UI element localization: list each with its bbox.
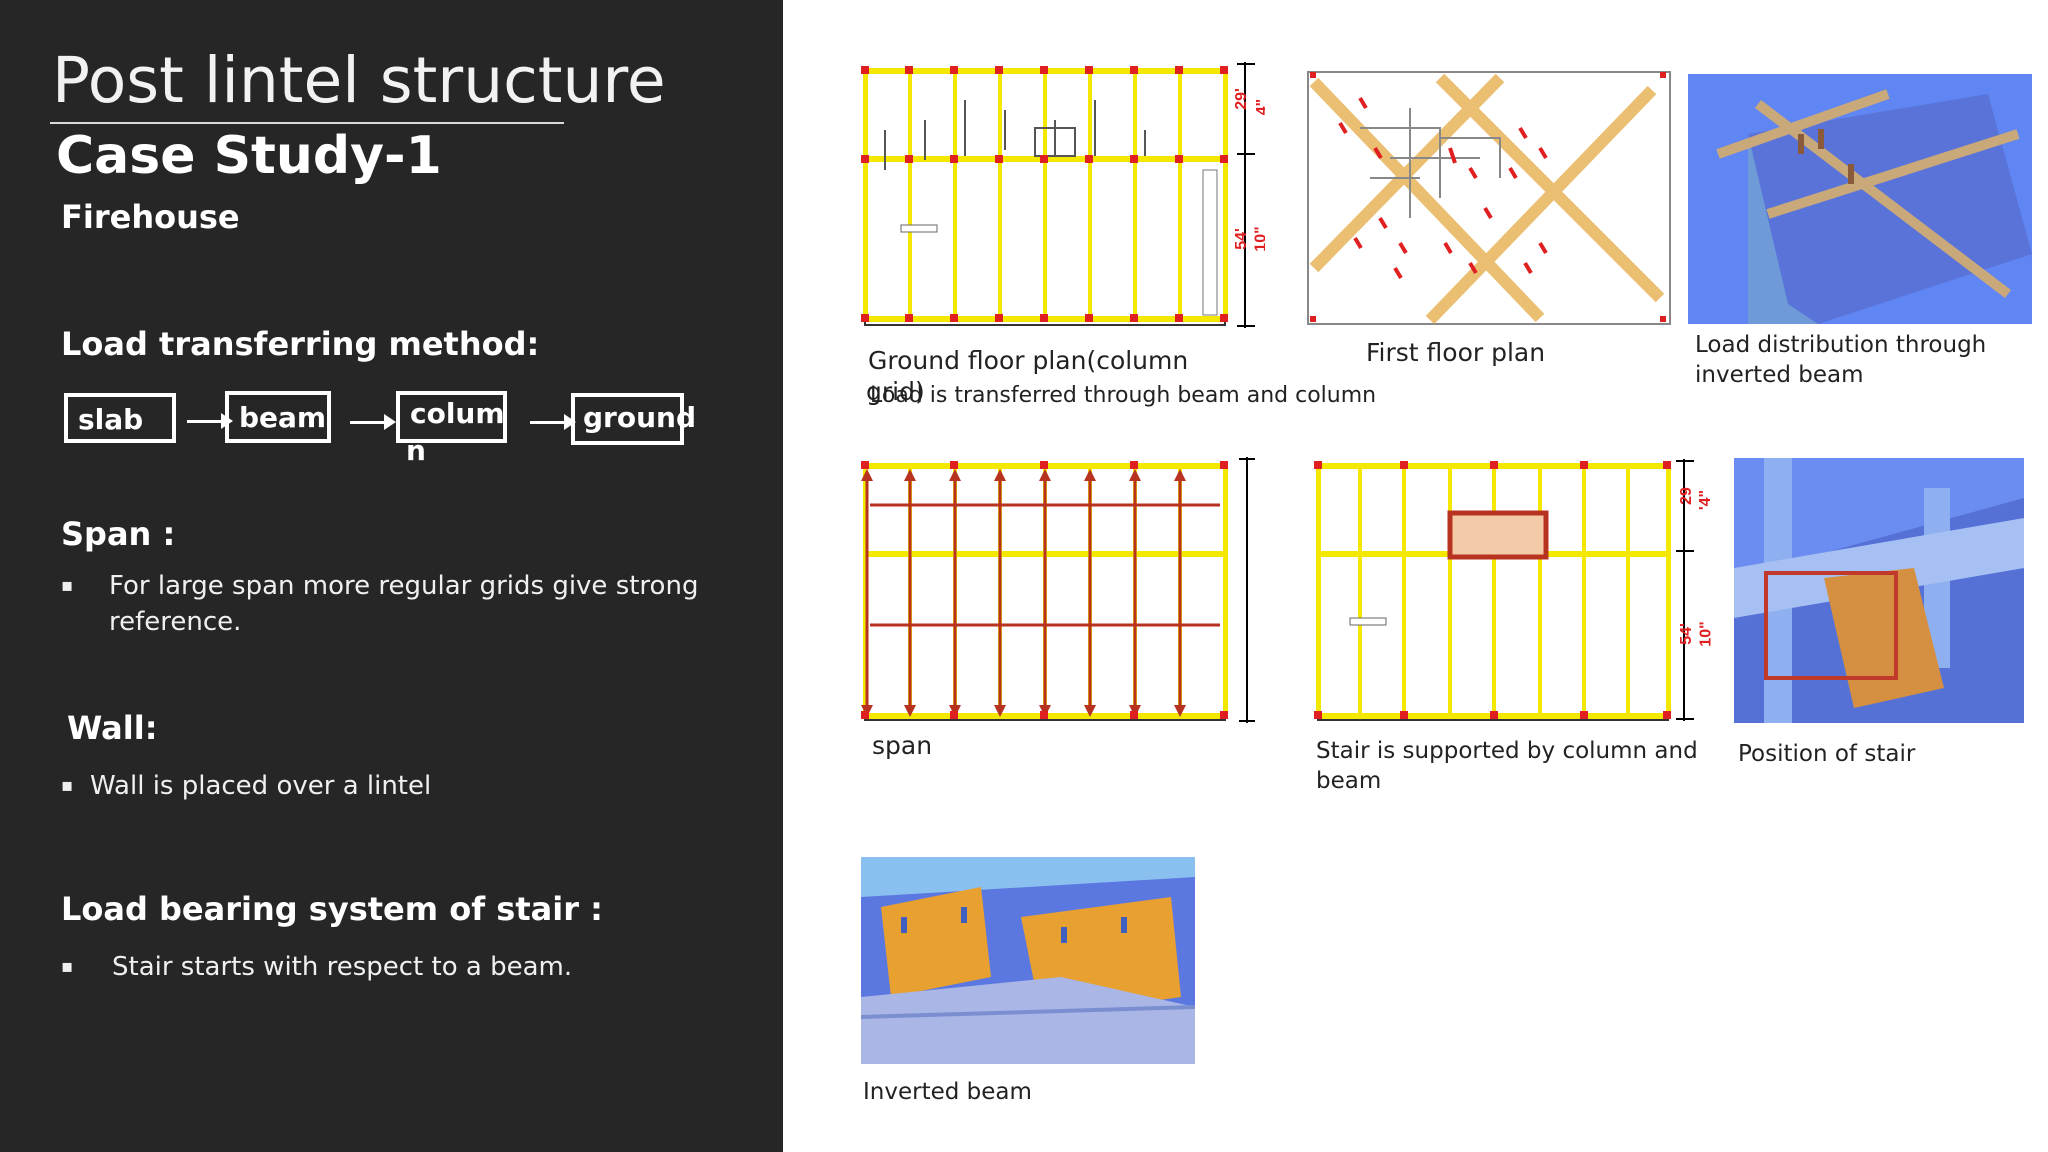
stair-heading: Load bearing system of stair : <box>61 890 603 928</box>
stair-position-3d-image <box>1734 458 2024 723</box>
flow-column-overflow: n <box>406 434 426 467</box>
first-floor-plan-image <box>1300 68 1674 328</box>
inverted-beam-3d-image <box>1688 74 2032 324</box>
caption-stair-line2: beam <box>1316 768 1382 794</box>
stair-plan-image: 29 '4" 54' 10" <box>1300 455 1720 730</box>
caption-stair-line1: Stair is supported by column and <box>1316 738 1698 764</box>
bullet-marker: ▪ <box>61 775 74 796</box>
firehouse-label: Firehouse <box>61 198 240 236</box>
stair-bullet-text: Stair starts with respect to a beam. <box>112 952 573 982</box>
dim-10: 10" <box>1252 226 1265 252</box>
span-heading: Span : <box>61 515 176 553</box>
case-study-heading: Case Study-1 <box>56 126 442 186</box>
dim-stair-10: 10" <box>1697 621 1715 647</box>
flow-arrow-1 <box>187 413 233 429</box>
dim-stair-29: 29 <box>1677 487 1695 505</box>
wall-bullet: ▪ Wall is placed over a lintel <box>61 768 701 804</box>
wall-heading: Wall: <box>67 709 158 747</box>
dim-29: 29' <box>1232 88 1250 110</box>
flow-arrow-3 <box>530 414 576 430</box>
caption-load-transfer: Load is transferred through beam and col… <box>870 383 1377 408</box>
caption-first-floor: First floor plan <box>1366 338 1546 367</box>
caption-inverted-beam: Inverted beam <box>863 1079 1032 1105</box>
dim-54: 54' <box>1232 228 1250 250</box>
flow-beam-box: beam <box>225 391 331 443</box>
dim-4: 4" <box>1254 98 1265 116</box>
caption-span: span <box>872 731 933 760</box>
caption-inverted-line2: inverted beam <box>1695 362 1864 388</box>
span-plan-image <box>845 455 1265 730</box>
inverted-beam-bottom-image <box>861 857 1195 1064</box>
ground-floor-plan-image: 29' 4" 54' 10" <box>845 60 1265 335</box>
wall-bullet-text: Wall is placed over a lintel <box>90 771 432 801</box>
caption-ground-floor-line2: grid) <box>866 377 925 406</box>
flow-arrow-2 <box>350 414 396 430</box>
span-bullet: ▪ For large span more regular grids give… <box>61 568 701 640</box>
caption-position-stair: Position of stair <box>1738 741 1916 767</box>
title-underline <box>50 122 564 124</box>
dim-stair-4: '4" <box>1697 489 1715 511</box>
caption-inverted-line1: Load distribution through <box>1695 332 1987 358</box>
bullet-marker: ▪ <box>61 575 74 596</box>
span-bullet-text: For large span more regular grids give s… <box>109 571 699 637</box>
load-method-heading: Load transferring method: <box>61 325 540 363</box>
flow-slab-box: slab <box>64 393 176 443</box>
dim-stair-54: 54' <box>1677 623 1695 645</box>
flow-ground-box: ground <box>571 393 696 445</box>
stair-bullet: ▪ Stair starts with respect to a beam. <box>61 949 701 985</box>
slide-title: Post lintel structure <box>52 44 666 117</box>
bullet-marker: ▪ <box>61 956 74 977</box>
left-panel: Post lintel structure Case Study-1 Fireh… <box>0 0 783 1152</box>
flow-column-box: colum <box>396 391 507 443</box>
caption-ground-floor-line1: Ground floor plan(column <box>868 346 1189 375</box>
